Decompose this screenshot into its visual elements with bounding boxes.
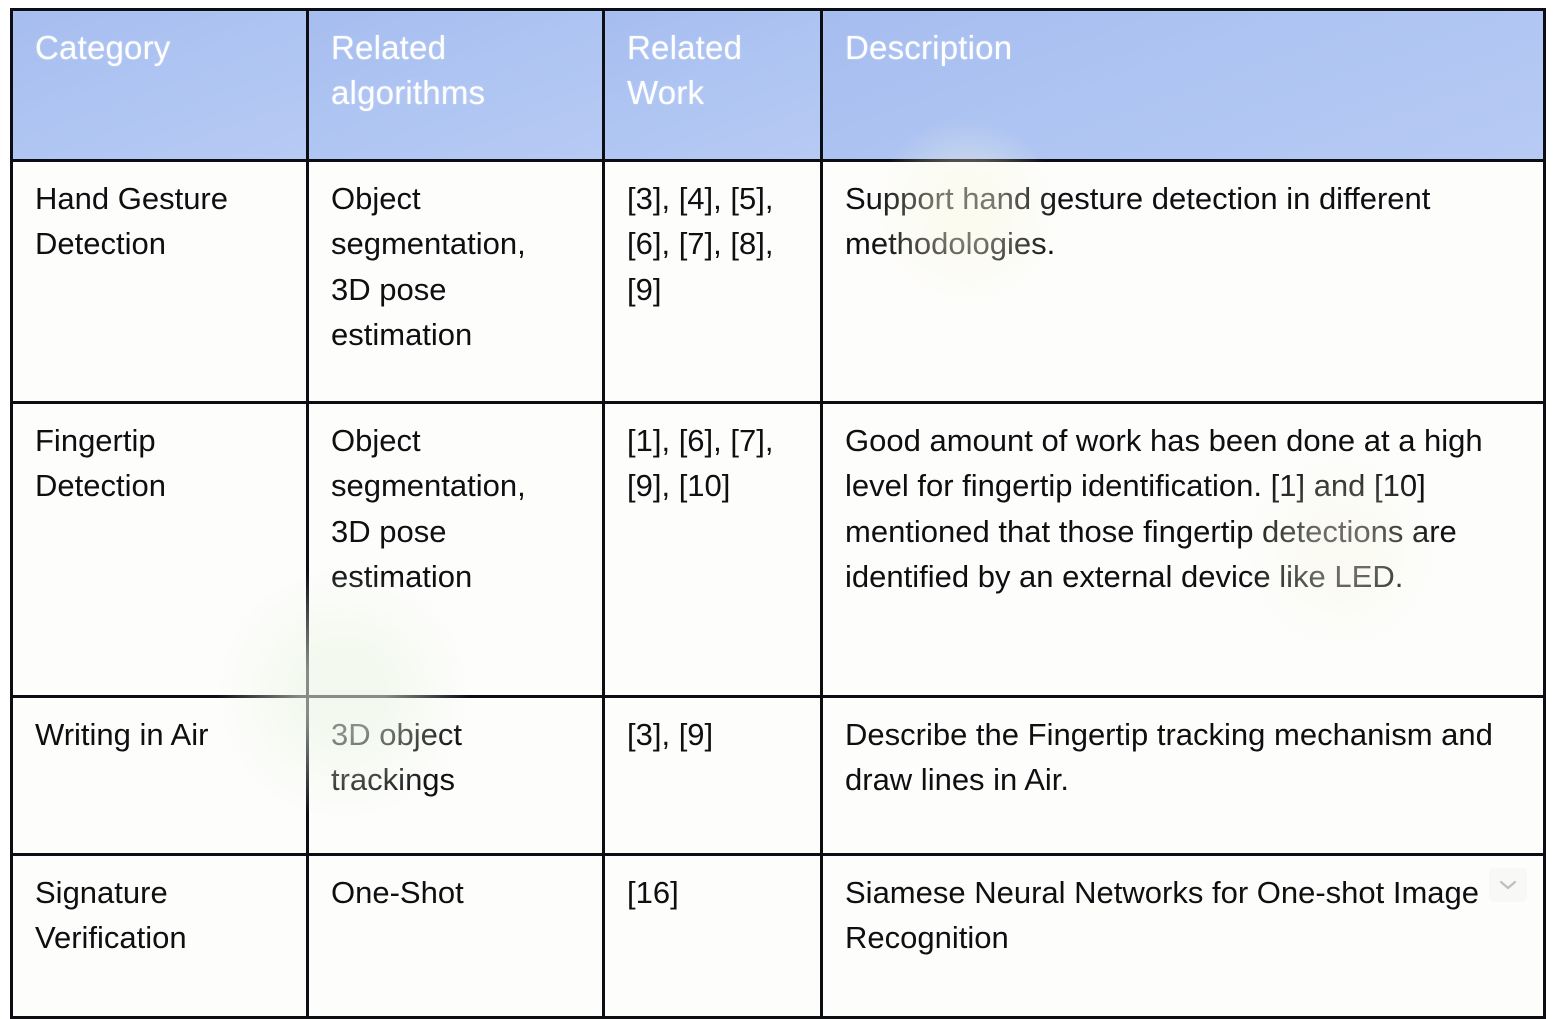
cell-related-work: [3], [9] — [602, 695, 823, 856]
table-row: Hand Gesture Detection Object segmentati… — [10, 159, 1546, 404]
comparison-table-wrapper: Category Related algorithms Related Work… — [10, 8, 1546, 1019]
cell-related-algorithms: 3D object trackings — [306, 695, 605, 856]
cell-related-work-text: [3], [4], [5], [6], [7], [8], [9] — [627, 181, 774, 307]
cell-category: Writing in Air — [10, 695, 309, 856]
cell-related-work: [3], [4], [5], [6], [7], [8], [9] — [602, 159, 823, 404]
cell-description: Support hand gesture detection in differ… — [820, 159, 1546, 404]
cell-description: Describe the Fingertip tracking mechanis… — [820, 695, 1546, 856]
cell-description-text: Describe the Fingertip tracking mechanis… — [845, 717, 1493, 798]
table-row: Fingertip Detection Object segmentation,… — [10, 401, 1546, 698]
cell-category: Hand Gesture Detection — [10, 159, 309, 404]
table-row: Signature Verification One-Shot [16] Sia… — [10, 853, 1546, 1019]
column-header-description-label: Description — [845, 29, 1013, 66]
column-header-related-work: Related Work — [602, 8, 823, 162]
column-header-category: Category — [10, 8, 309, 162]
cell-category-text: Writing in Air — [35, 717, 209, 752]
cell-description-text: Siamese Neural Networks for One-shot Ima… — [845, 875, 1480, 956]
cell-category: Signature Verification — [10, 853, 309, 1019]
cell-related-algorithms-text: 3D object trackings — [331, 717, 462, 798]
cell-related-work: [1], [6], [7], [9], [10] — [602, 401, 823, 698]
cell-related-work-text: [1], [6], [7], [9], [10] — [627, 423, 774, 504]
cell-related-algorithms: One-Shot — [306, 853, 605, 1019]
cell-related-algorithms-text: Object segmentation, 3D pose estimation — [331, 181, 526, 352]
cell-category-text: Fingertip Detection — [35, 423, 166, 504]
column-header-related-algorithms: Related algorithms — [306, 8, 605, 162]
cell-related-algorithms-text: Object segmentation, 3D pose estimation — [331, 423, 526, 594]
cell-category: Fingertip Detection — [10, 401, 309, 698]
column-header-related-work-label: Related Work — [627, 29, 743, 111]
cell-category-text: Hand Gesture Detection — [35, 181, 228, 262]
comparison-table: Category Related algorithms Related Work… — [10, 8, 1546, 1019]
table-header: Category Related algorithms Related Work… — [10, 8, 1546, 162]
cell-description: Good amount of work has been done at a h… — [820, 401, 1546, 698]
column-header-category-label: Category — [35, 29, 171, 66]
table-header-row: Category Related algorithms Related Work… — [10, 8, 1546, 162]
column-header-related-algorithms-label: Related algorithms — [331, 29, 486, 111]
cell-related-work-text: [3], [9] — [627, 717, 714, 752]
cell-related-work-text: [16] — [627, 875, 679, 910]
cell-related-algorithms: Object segmentation, 3D pose estimation — [306, 159, 605, 404]
column-header-description: Description — [820, 8, 1546, 162]
table-row: Writing in Air 3D object trackings [3], … — [10, 695, 1546, 856]
chevron-down-icon[interactable] — [1489, 868, 1527, 902]
cell-category-text: Signature Verification — [35, 875, 187, 956]
cell-description-text: Good amount of work has been done at a h… — [845, 423, 1483, 594]
cell-description-text: Support hand gesture detection in differ… — [845, 181, 1431, 262]
cell-description: Siamese Neural Networks for One-shot Ima… — [820, 853, 1546, 1019]
cell-related-algorithms: Object segmentation, 3D pose estimation — [306, 401, 605, 698]
cell-related-work: [16] — [602, 853, 823, 1019]
cell-related-algorithms-text: One-Shot — [331, 875, 464, 910]
